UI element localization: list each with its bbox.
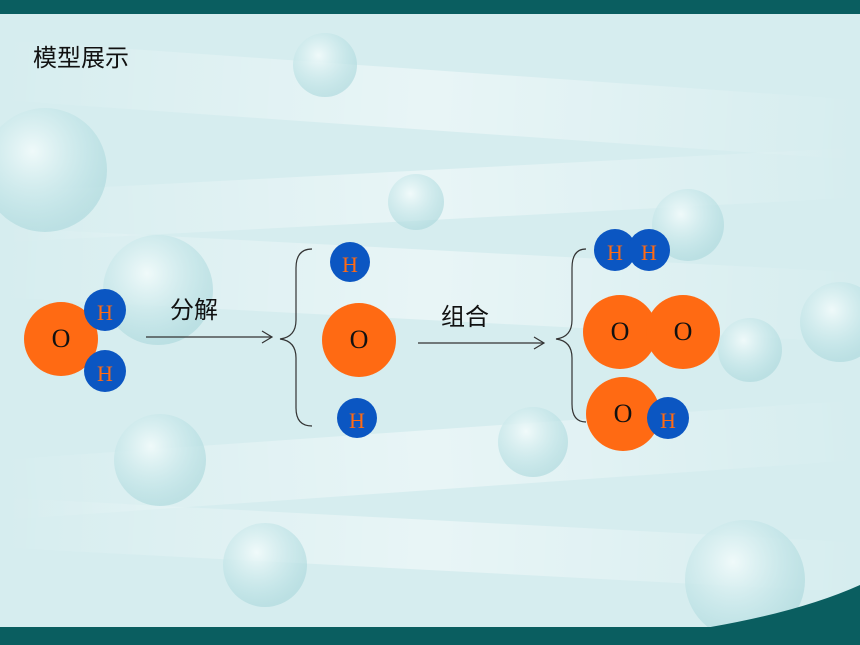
free-oxygen-atom: O	[322, 303, 396, 377]
water-hydrogen-atom-1: H	[84, 289, 126, 331]
bottom-bar	[0, 627, 860, 645]
atom-symbol: H	[342, 252, 358, 277]
atom-symbol: O	[610, 317, 630, 346]
bg-bubble	[223, 523, 307, 607]
bg-bubble	[800, 282, 860, 362]
slide-title: 模型展示	[33, 44, 129, 72]
atom-symbol: H	[97, 300, 113, 325]
atom-symbol: H	[349, 408, 365, 433]
atom-symbol: O	[349, 325, 369, 354]
atom-symbol: H	[607, 240, 623, 265]
free-hydrogen-atom-2: H	[337, 398, 377, 438]
bg-bubble	[498, 407, 568, 477]
free-hydrogen-atom-1: H	[330, 242, 370, 282]
h2-hydrogen-atom-2: H	[628, 229, 670, 271]
bg-bubble	[388, 174, 444, 230]
bg-bubble	[114, 414, 206, 506]
atom-symbol: H	[97, 361, 113, 386]
bg-bubble	[293, 33, 357, 97]
bg-bubble	[685, 520, 805, 640]
bg-bubble	[718, 318, 782, 382]
bg-bubble	[103, 235, 213, 345]
bg-bubble	[0, 108, 107, 232]
top-bar	[0, 0, 860, 14]
combine-label: 组合	[441, 303, 489, 331]
atom-symbol: H	[660, 408, 676, 433]
decompose-label: 分解	[170, 296, 218, 324]
bg-bubble	[652, 189, 724, 261]
hydroxyl-hydrogen-atom: H	[647, 397, 689, 439]
o2-oxygen-atom-1: O	[583, 295, 657, 369]
atom-symbol: O	[613, 399, 633, 428]
water-hydrogen-atom-2: H	[84, 350, 126, 392]
atom-symbol: H	[641, 240, 657, 265]
atom-symbol: O	[51, 324, 71, 353]
atom-symbol: O	[673, 317, 693, 346]
o2-oxygen-atom-2: O	[646, 295, 720, 369]
